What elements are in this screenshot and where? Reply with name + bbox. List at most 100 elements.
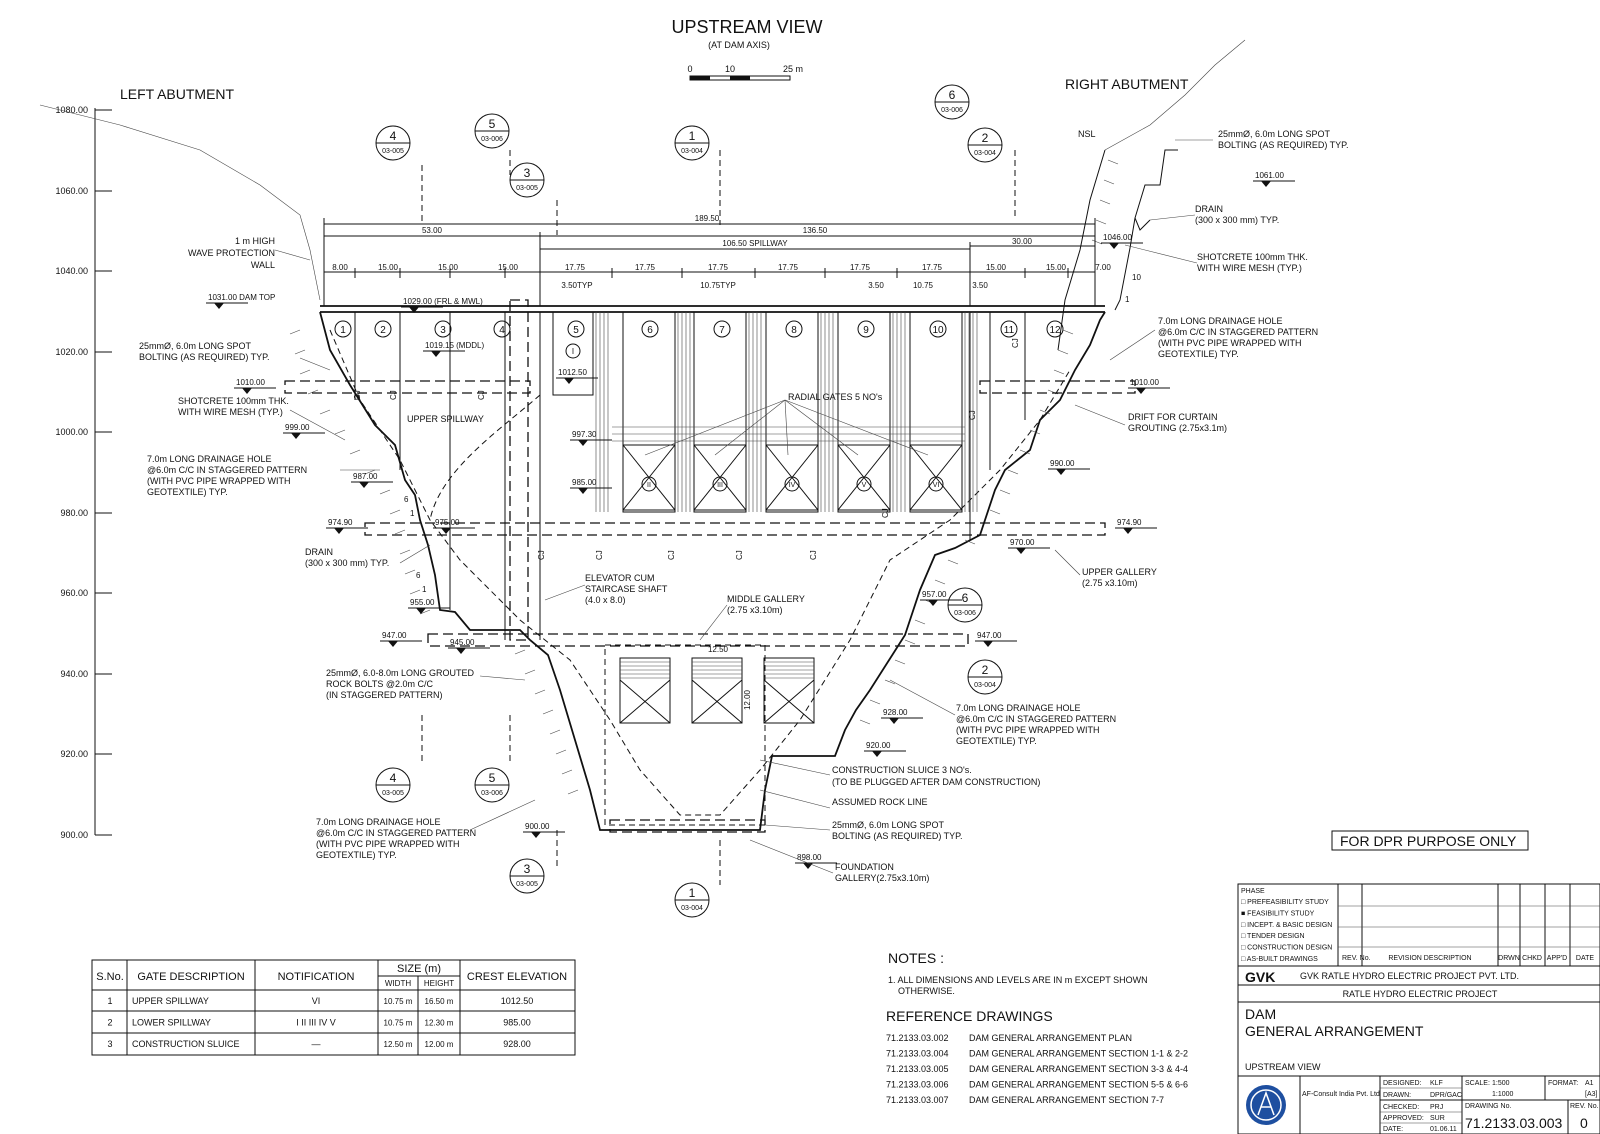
level-triangle-l999 [291, 433, 301, 439]
level-l900: 900.00 [525, 822, 550, 831]
level-triangle-l957 [928, 600, 938, 606]
sluice-1 [619, 657, 671, 724]
dim-350typ: 3.50TYP [561, 281, 592, 290]
tb-drawing-no: 71.2133.03.003 [1465, 1115, 1563, 1131]
annotation-bolting_l-1: BOLTING (AS REQUIRED) TYP. [139, 352, 270, 362]
dim-136: 136.50 [803, 226, 828, 235]
gt-h-crest: CREST ELEVATION [467, 971, 567, 983]
level-triangle-l990 [1056, 469, 1066, 475]
ref-desc-3: DAM GENERAL ARRANGEMENT SECTION 5-5 & 6-… [969, 1080, 1188, 1090]
sluice-3 [763, 657, 815, 724]
ref-no-4: 71.2133.03.007 [886, 1095, 949, 1105]
elev-1080: 1080.00 [55, 105, 88, 115]
elev-1020: 1020.00 [55, 347, 88, 357]
block-circle-10 [929, 320, 947, 338]
section-ref-6: 03-006 [954, 610, 976, 617]
section-number-1: 5 [489, 117, 496, 131]
ref-desc-0: DAM GENERAL ARRANGEMENT PLAN [969, 1033, 1132, 1043]
dim-15-e: 15.00 [1046, 263, 1067, 272]
gt-row-2-height: 12.00 m [425, 1040, 454, 1049]
gt-row-2-desc: CONSTRUCTION SLUICE [132, 1039, 240, 1049]
block-circle-5 [567, 320, 585, 338]
block-number-3: 3 [440, 325, 446, 336]
tb-scale1: 1:500 [1492, 1080, 1510, 1087]
tb-format2: [A3] [1585, 1091, 1598, 1098]
annotation-drainage_r-0: 7.0m LONG DRAINAGE HOLE [1158, 316, 1283, 326]
dim-1250: 12.50 [708, 645, 729, 654]
dim-1775-d: 17.75 [778, 263, 799, 272]
level-dam_top: 1031.00 DAM TOP [208, 293, 275, 302]
notes-title: NOTES : [888, 950, 944, 966]
construction-sluices [619, 657, 815, 724]
section-ref-4: 03-006 [941, 107, 963, 114]
level-l975: 975.00 [435, 518, 460, 527]
ref-no-2: 71.2133.03.005 [886, 1064, 949, 1074]
dim-189: 189.50 [695, 214, 720, 223]
cj-label-0: CJ [353, 390, 362, 400]
annotation-drain_r-0: DRAIN [1195, 204, 1223, 214]
sluice-x2 [763, 679, 815, 724]
gt-h-size: SIZE (m) [397, 963, 441, 975]
annotation-rock_bolts-2: (IN STAGGERED PATTERN) [326, 690, 443, 700]
tb-rev-desc: REVISION DESCRIPTION [1388, 955, 1471, 962]
block-circle-2 [374, 320, 392, 338]
level-triangle-l945 [456, 648, 466, 654]
block-circle-12 [1046, 320, 1064, 338]
elev-900: 900.00 [60, 830, 88, 840]
drawing-title: UPSTREAM VIEW [671, 17, 822, 37]
annotation-foundation-0: FOUNDATION [835, 862, 894, 872]
annotation-shotcrete_r-1: WITH WIRE MESH (TYP.) [1197, 263, 1302, 273]
gate-roman-5: V [862, 482, 867, 489]
dim-1775-a: 17.75 [565, 263, 586, 272]
gt-row-1-height: 12.30 m [425, 1019, 454, 1028]
gate-circle-1 [565, 343, 581, 359]
scale-tick-0: 0 [687, 64, 692, 74]
cj-label-6: CJ [735, 550, 744, 560]
block-circle-9 [857, 320, 875, 338]
sluice-x2 [691, 679, 743, 724]
tb-project: RATLE HYDRO ELECTRIC PROJECT [1343, 989, 1498, 999]
section-number-10: 3 [524, 862, 531, 876]
drawing-subtitle: (AT DAM AXIS) [708, 40, 770, 50]
level-triangle-l985 [578, 488, 588, 494]
annotation-drainage_r-3: GEOTEXTILE) TYP. [1158, 349, 1239, 359]
gt-row-0-width: 10.75 m [384, 997, 413, 1006]
slope-1-c: 1 [1125, 295, 1130, 304]
annotation-drainage_l-1: @6.0m C/C IN STAGGERED PATTERN [147, 465, 307, 475]
annotation-drainage_bl-2: (WITH PVC PIPE WRAPPED WITH [316, 839, 460, 849]
tb-checked: PRJ [1430, 1104, 1443, 1111]
level-triangle-mddl [431, 351, 441, 357]
level-l999: 999.00 [285, 423, 310, 432]
sluice-2 [691, 657, 743, 724]
tb-view: UPSTREAM VIEW [1245, 1062, 1321, 1072]
dim-53: 53.00 [422, 226, 443, 235]
dim-15-a: 15.00 [378, 263, 399, 272]
dim-1075typ: 10.75TYP [700, 281, 736, 290]
gate-panel-2 [693, 444, 747, 511]
level-l987: 987.00 [353, 472, 378, 481]
section-ref-10: 03-005 [516, 881, 538, 888]
gt-row-1-sno: 2 [107, 1018, 112, 1028]
block-number-8: 8 [791, 325, 797, 336]
upper-spillway-profile [429, 394, 541, 521]
scale-tick-25: 25 m [783, 64, 803, 74]
dim-7: 7.00 [1095, 263, 1111, 272]
lower-spillway-bay-5 [909, 311, 963, 513]
cj-label-5: CJ [667, 550, 676, 560]
tb-dam: DAM [1245, 1006, 1276, 1022]
block-circle-4 [493, 320, 511, 338]
leader-line-11 [1124, 244, 1198, 264]
section-ref-2: 03-005 [516, 185, 538, 192]
cj-label-7: CJ [809, 550, 818, 560]
leader-line-6 [699, 604, 728, 641]
level-triangle-l970 [1016, 548, 1026, 554]
annotation-wave_wall-2: WALL [251, 260, 275, 270]
ref-no-1: 71.2133.03.004 [886, 1049, 949, 1059]
tb-designed-l: DESIGNED: [1383, 1080, 1422, 1087]
tb-designed: KLF [1430, 1080, 1443, 1087]
elev-1000: 1000.00 [55, 427, 88, 437]
dim-15-b: 15.00 [438, 263, 459, 272]
level-l955: 955.00 [410, 598, 435, 607]
gate-panel-4 [837, 444, 891, 511]
upper-spillway-bay [552, 311, 594, 396]
